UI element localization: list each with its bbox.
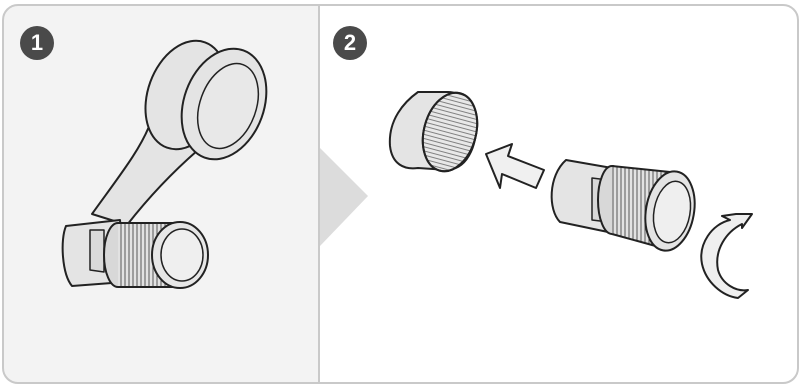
threaded-cap-part	[388, 91, 479, 173]
step-1-badge: 1	[20, 26, 54, 60]
chevron-right-icon	[320, 148, 368, 246]
extension-arm-part	[61, 39, 268, 289]
step-2-badge: 2	[333, 26, 367, 60]
rotate-icon	[700, 213, 753, 299]
threaded-coupling-part	[550, 159, 696, 252]
arrow-left-icon	[485, 143, 545, 189]
